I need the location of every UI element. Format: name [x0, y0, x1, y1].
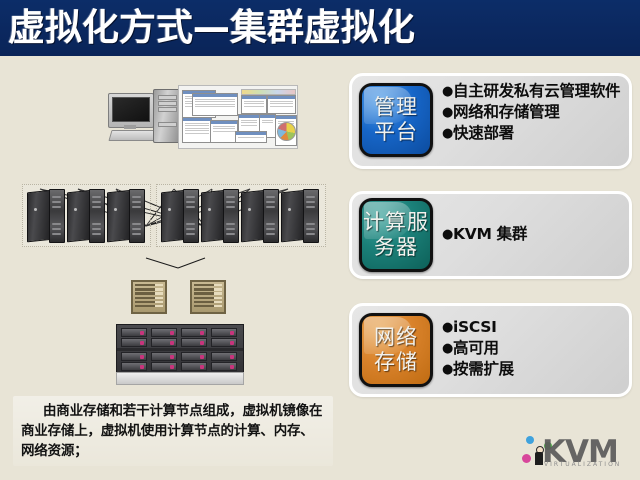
watermark-ball-blue	[526, 436, 534, 444]
title-bar: 虚拟化方式—集群虚拟化	[0, 0, 640, 56]
server-icon	[161, 189, 199, 243]
watermark-juggler-icon	[534, 446, 544, 466]
keyboard-icon	[108, 130, 158, 141]
network-switch-icon	[190, 280, 226, 314]
badge-line: 平台	[374, 120, 418, 144]
bullet-text: KVM 集群	[453, 225, 528, 243]
bullet-item: ●网络和存储管理	[442, 102, 623, 123]
bullet-text: 高可用	[453, 339, 499, 357]
server-icon	[107, 189, 145, 243]
bullet-dot-icon: ●	[442, 341, 454, 356]
bullet-item: ●iSCSI	[442, 317, 623, 338]
badge-network-storage: 网络 存储	[359, 313, 433, 387]
caption-box: 由商业存储和若干计算节点组成，虚拟机镜像在商业存储上，虚拟机使用计算节点的计算、…	[13, 396, 333, 466]
bullet-text: 自主研发私有云管理软件	[453, 82, 621, 100]
architecture-diagram	[0, 56, 349, 480]
bullet-text: 按需扩展	[453, 360, 514, 378]
bullet-dot-icon: ●	[442, 362, 454, 377]
bullet-dot-icon: ●	[442, 126, 454, 141]
badge-management-platform: 管理 平台	[359, 83, 433, 157]
panel-management-platform[interactable]: 管理 平台 ●自主研发私有云管理软件 ●网络和存储管理 ●快速部署	[349, 73, 632, 169]
watermark-subtext: VIRTUALIZATION	[544, 461, 622, 468]
bullet-dot-icon: ●	[442, 105, 454, 120]
badge-line: 网络	[374, 325, 418, 349]
badge-compute-server: 计算服 务器	[359, 198, 433, 272]
server-icon	[241, 189, 279, 243]
panel-network-storage[interactable]: 网络 存储 ●iSCSI ●高可用 ●按需扩展	[349, 303, 632, 397]
monitor-stand	[124, 125, 136, 129]
monitor-icon	[108, 93, 154, 128]
storage-array-icon	[116, 324, 244, 374]
bullet-list: ●KVM 集群	[442, 224, 623, 273]
server-icon	[27, 189, 65, 243]
bullet-item: ●快速部署	[442, 123, 623, 144]
caption-text: 由商业存储和若干计算节点组成，虚拟机镜像在商业存储上，虚拟机使用计算节点的计算、…	[21, 403, 323, 459]
desktop-pc-icon	[108, 89, 184, 143]
page-title: 虚拟化方式—集群虚拟化	[8, 6, 415, 49]
bullet-dot-icon: ●	[442, 227, 454, 242]
watermark-ball-pink	[522, 454, 531, 463]
badge-line: 务器	[374, 235, 418, 259]
bullet-item: ●高可用	[442, 338, 623, 359]
management-console-screenshots	[178, 85, 298, 149]
panel-compute-server[interactable]: 计算服 务器 ●KVM 集群	[349, 191, 632, 279]
watermark-text: KVM	[542, 434, 619, 470]
bullet-item: ●自主研发私有云管理软件	[442, 81, 623, 102]
server-icon	[201, 189, 239, 243]
bullet-text: 快速部署	[453, 124, 514, 142]
bullet-text: 网络和存储管理	[453, 103, 560, 121]
pc-tower-icon	[153, 89, 181, 143]
network-switch-icon	[131, 280, 167, 314]
badge-line: 计算服	[363, 210, 429, 234]
compute-node-group-right	[156, 184, 326, 247]
server-icon	[67, 189, 105, 243]
storage-array-base	[116, 372, 244, 385]
kvm-watermark: KVM VIRTUALIZATION	[520, 432, 636, 476]
badge-line: 存储	[374, 350, 418, 374]
bullet-list: ●iSCSI ●高可用 ●按需扩展	[442, 317, 623, 391]
monitor-screen	[112, 97, 150, 122]
bullet-dot-icon: ●	[442, 84, 454, 99]
bullet-text: iSCSI	[453, 318, 497, 336]
watermark-ball-green	[544, 442, 552, 450]
bullet-dot-icon: ●	[442, 320, 454, 335]
compute-node-group-left	[22, 184, 151, 247]
badge-line: 管理	[374, 95, 418, 119]
bullet-item: ●KVM 集群	[442, 224, 623, 245]
server-icon	[281, 189, 319, 243]
bullet-list: ●自主研发私有云管理软件 ●网络和存储管理 ●快速部署	[442, 81, 623, 163]
bullet-item: ●按需扩展	[442, 359, 623, 380]
